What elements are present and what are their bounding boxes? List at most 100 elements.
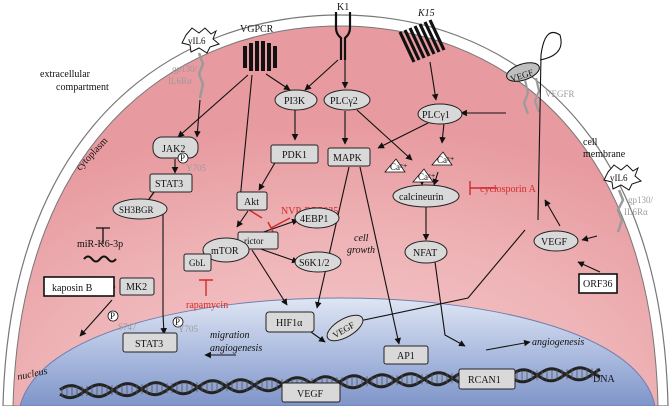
- cyclosporin-label: cyclosporin A: [480, 184, 537, 195]
- pdk1-node[interactable]: [270, 144, 319, 164]
- stat3-nuc-label: STAT3: [135, 339, 163, 350]
- gp130-right-label-2: IL6Rα: [624, 207, 648, 217]
- rictor-label: rictor: [244, 236, 264, 246]
- akt-label: Akt: [244, 197, 259, 208]
- svg-text:Ca²⁺: Ca²⁺: [418, 172, 436, 182]
- orf36-node[interactable]: [578, 273, 618, 294]
- s747-label: S747: [118, 322, 137, 332]
- kaposin-b-label: kaposin B: [52, 283, 93, 294]
- gp130-right-receptor: [616, 189, 625, 233]
- jak2-label: JAK2: [162, 144, 185, 155]
- vegf-nuc-ligand[interactable]: [323, 310, 367, 346]
- vegfr-label: VEGFR: [545, 89, 575, 99]
- orf36-label: ORF36: [583, 279, 612, 290]
- sh3bgr-label: SH3BGR: [119, 205, 154, 215]
- k1-label: K1: [337, 2, 349, 13]
- jak2-node[interactable]: [152, 136, 199, 159]
- stat3-node[interactable]: [149, 173, 193, 193]
- hif1a-label: HIF1α: [276, 318, 303, 329]
- extracellular-label-1: extracellular: [40, 69, 91, 80]
- rcan1-node[interactable]: [458, 368, 516, 390]
- plcg2-node[interactable]: [323, 89, 371, 111]
- phospho-stat3-cyto-label: P: [180, 153, 185, 163]
- rcan1-label: RCAN1: [468, 375, 501, 386]
- svg-text:Ca²⁺: Ca²⁺: [390, 162, 408, 172]
- svg-text:vIL6: vIL6: [610, 173, 628, 183]
- akt-node[interactable]: [236, 191, 268, 211]
- kaposin-b-node[interactable]: [43, 276, 115, 297]
- calcium-ion-2: Ca²⁺: [412, 168, 436, 183]
- gp130-left-label-2: IL6Rα: [168, 76, 192, 86]
- plcg1-label: PLCγ1: [422, 110, 450, 121]
- cell-membrane-label-2: membrane: [583, 149, 626, 160]
- dna-label: DNA: [593, 374, 615, 385]
- mk2-label: MK2: [126, 282, 147, 293]
- mtor-node[interactable]: [202, 237, 250, 263]
- stat3-nuc-node[interactable]: [122, 332, 178, 353]
- extracellular-label-2: compartment: [56, 82, 109, 93]
- rapamycin-label: rapamycin: [186, 300, 228, 311]
- k15-receptor: [398, 19, 446, 63]
- calcium-ion-1: Ca²⁺: [384, 158, 408, 173]
- vegf-top-ligand: [506, 62, 540, 82]
- phospho-s747-label: P: [110, 311, 115, 321]
- mtor-label: mTOR: [211, 246, 239, 257]
- hif1a-node[interactable]: [265, 311, 315, 333]
- 4ebp1-node[interactable]: [294, 207, 340, 229]
- svg-text:Ca²⁺: Ca²⁺: [437, 155, 455, 165]
- cell-growth-label-2: growth: [347, 245, 375, 256]
- gp130-left-receptor: [197, 52, 205, 99]
- pi3k-node[interactable]: [274, 89, 318, 111]
- gp130-left-label-1: gp130/: [172, 64, 198, 74]
- s6k-label: S6K1/2: [299, 258, 330, 269]
- mapk-node[interactable]: [327, 147, 371, 167]
- phospho-stat3-cyto: [177, 152, 189, 164]
- cell-membrane-label-1: cell: [583, 137, 598, 148]
- angiogenesis-rcan-label: angiogenesis: [532, 337, 584, 348]
- nfat-label: NFAT: [413, 248, 437, 259]
- vil6-left-ligand: vIL6: [181, 27, 221, 54]
- vegf-gene-label: VEGF: [297, 389, 324, 400]
- mapk-label: MAPK: [333, 153, 363, 164]
- ap1-label: AP1: [397, 351, 415, 362]
- nfat-node[interactable]: [404, 240, 448, 264]
- gp130-right-label-1: gp130/: [628, 195, 654, 205]
- pi3k-label: PI3K: [284, 96, 306, 107]
- phospho-y705-nuc: [172, 316, 184, 328]
- vegf-cyto-label: VEGF: [541, 237, 568, 248]
- stat3-label: STAT3: [155, 179, 183, 190]
- vegf-cyto-node[interactable]: [533, 230, 579, 252]
- y705-cyto-label: Y705: [186, 163, 206, 173]
- plcg2-label: PLCγ2: [330, 96, 358, 107]
- vgpcr-receptor: [243, 41, 277, 71]
- phospho-y705-nuc-label: P: [175, 317, 180, 327]
- angiogenesis-stat3-label: angiogenesis: [210, 343, 262, 354]
- mir-label: miR-K6-3p: [77, 239, 123, 250]
- pathway-arrows: [79, 31, 601, 359]
- vegf-gene-node[interactable]: [281, 382, 341, 403]
- k15-label: K15: [417, 8, 435, 19]
- phospho-s747: [107, 310, 119, 322]
- gbl-node[interactable]: [183, 253, 212, 272]
- plcg1-node[interactable]: [417, 103, 463, 125]
- ap1-node[interactable]: [383, 345, 429, 365]
- s6k-node[interactable]: [294, 251, 342, 273]
- gbl-label: GbL: [189, 258, 206, 268]
- svg-text:vIL6: vIL6: [188, 36, 206, 46]
- vegfr-receptor: [522, 77, 541, 115]
- vil6-right-ligand: vIL6: [603, 164, 643, 191]
- calcineurin-node[interactable]: [392, 184, 460, 208]
- sh3bgr-node[interactable]: [112, 198, 168, 220]
- mir-squiggle: [83, 255, 117, 263]
- k1-receptor: [334, 12, 352, 60]
- calcineurin-label: calcineurin: [399, 192, 443, 203]
- pdk1-label: PDK1: [282, 150, 307, 161]
- vgpcr-label: VGPCR: [240, 24, 274, 35]
- migration-label: migration: [210, 330, 249, 341]
- mk2-node[interactable]: [119, 277, 155, 296]
- calcium-ion-3: Ca²⁺: [431, 151, 455, 166]
- y705-nuc-label: Y705: [178, 324, 198, 334]
- cell-growth-label-1: cell: [354, 233, 369, 244]
